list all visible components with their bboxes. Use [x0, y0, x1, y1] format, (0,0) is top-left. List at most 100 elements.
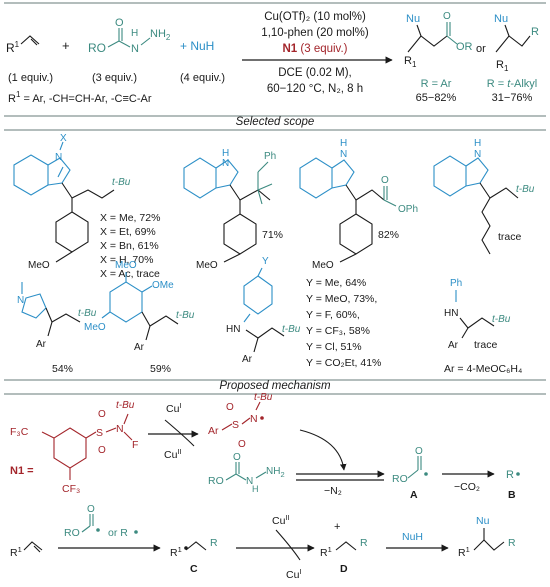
- svg-text:trace: trace: [474, 339, 498, 351]
- svg-text:60−120 °C, N₂, 8 h: 60−120 °C, N₂, 8 h: [267, 83, 363, 95]
- svg-text:Ar: Ar: [36, 339, 47, 350]
- svg-text:X = Bn, 61%: X = Bn, 61%: [100, 240, 159, 252]
- svg-text:CuII: CuII: [272, 513, 290, 527]
- svg-text:59%: 59%: [150, 363, 171, 375]
- svg-text:Nu: Nu: [476, 515, 490, 527]
- svg-text:H: H: [340, 138, 347, 149]
- svg-text:−N₂: −N₂: [324, 485, 342, 497]
- svg-text:Y = CF₃, 58%: Y = CF₃, 58%: [306, 325, 370, 337]
- svg-text:Ph: Ph: [450, 278, 462, 289]
- svg-text:MeO: MeO: [312, 260, 334, 271]
- svg-text:DCE (0.02 M),: DCE (0.02 M),: [278, 67, 352, 79]
- reaction-conditions: Cu(OTf)₂ (10 mol%) 1,10-phen (20 mol%) N…: [242, 11, 393, 95]
- svg-text:S: S: [96, 427, 103, 439]
- svg-text:RO: RO: [392, 473, 408, 485]
- svg-text:1,10-phen (20 mol%): 1,10-phen (20 mol%): [261, 27, 369, 39]
- svg-text:OR: OR: [456, 41, 473, 53]
- svg-text:X = Et, 69%: X = Et, 69%: [100, 226, 156, 238]
- svg-text:MeO: MeO: [196, 260, 218, 271]
- svg-text:CuI: CuI: [286, 567, 302, 581]
- svg-text:Ar: Ar: [134, 342, 145, 353]
- svg-text:OMe: OMe: [152, 280, 174, 291]
- svg-text:t-Bu: t-Bu: [78, 308, 97, 319]
- svg-text:NuH: NuH: [402, 531, 423, 543]
- svg-text:Cu(OTf)₂ (10 mol%): Cu(OTf)₂ (10 mol%): [264, 11, 366, 23]
- product-ester: Nu O OR R1 R = Ar 65−82%: [404, 11, 473, 104]
- svg-text:O: O: [443, 11, 451, 22]
- scope-compound-3: H N O OPh MeO 82%: [299, 138, 418, 271]
- svg-text:O: O: [415, 446, 423, 457]
- svg-text:Y = F, 60%,: Y = F, 60%,: [306, 309, 360, 321]
- svg-text:N: N: [222, 158, 229, 169]
- scope-compound-5: N t-Bu Ar 54%: [17, 282, 97, 375]
- svg-text:R = t-Alkyl: R = t-Alkyl: [487, 78, 537, 90]
- svg-text:Nu: Nu: [406, 13, 420, 25]
- alkene-substrate: R1 (1 equiv.): [6, 35, 53, 84]
- svg-text:HN: HN: [226, 324, 240, 335]
- scope-compound-7-yields: Y = Me, 64% Y = MeO, 73%, Y = F, 60%, Y …: [306, 277, 381, 369]
- svg-text:Y: Y: [262, 256, 269, 267]
- svg-text:MeO: MeO: [115, 260, 137, 271]
- svg-text:F₃C: F₃C: [10, 426, 29, 438]
- svg-text:X = H, 70%: X = H, 70%: [100, 254, 153, 266]
- svg-text:R1: R1: [320, 545, 332, 559]
- mechanism-title: Proposed mechanism: [219, 380, 331, 392]
- svg-text:Ar: Ar: [208, 425, 219, 437]
- plus-sign: +: [62, 38, 70, 53]
- svg-text:N: N: [17, 295, 24, 306]
- equiv-alkene: (1 equiv.): [8, 72, 53, 84]
- svg-text:t-Bu: t-Bu: [516, 184, 535, 195]
- svg-text:O: O: [238, 439, 246, 450]
- hydrazine-to-acyl-radical: RO O N H NH2 −N₂ RO O A −CO₂ R B: [208, 429, 520, 501]
- svg-text:65−82%: 65−82%: [416, 92, 457, 104]
- or-label: or: [476, 43, 486, 55]
- svg-text:N: N: [246, 476, 253, 487]
- svg-text:O: O: [226, 402, 234, 413]
- equiv-nuh: (4 equiv.): [180, 72, 225, 84]
- svg-text:R1: R1: [6, 40, 20, 55]
- svg-text:H: H: [474, 138, 481, 149]
- svg-text:X: X: [60, 133, 67, 144]
- svg-text:N: N: [250, 413, 258, 425]
- scope-compound-8: Ph HN t-Bu Ar trace Ar = 4-MeOC₆H₄: [444, 278, 522, 375]
- svg-text:O: O: [87, 504, 95, 515]
- svg-text:t-Bu: t-Bu: [492, 314, 511, 325]
- svg-text:t-Bu: t-Bu: [254, 392, 273, 403]
- hydrazine-reagent: RO O N H NH2 (3 equiv.): [88, 17, 171, 84]
- scope-compound-4: H N t-Bu trace: [433, 138, 535, 255]
- svg-text:MeO: MeO: [28, 260, 50, 271]
- svg-text:31−76%: 31−76%: [492, 92, 533, 104]
- r1-definition: R1 = Ar, -CH=CH-Ar, -C≡C-Ar: [8, 90, 152, 105]
- svg-text:RO: RO: [208, 475, 224, 487]
- svg-text:S: S: [232, 419, 239, 431]
- scope-compound-1: N X t-Bu MeO X = Me, 72% X = Et, 69% X =…: [13, 133, 160, 280]
- cu-redox-1: CuI CuII: [148, 401, 199, 461]
- svg-text:Y = MeO, 73%,: Y = MeO, 73%,: [306, 293, 377, 305]
- svg-text:t-Bu: t-Bu: [116, 400, 135, 411]
- scope-compound-2: H N Ph MeO 71%: [183, 148, 283, 271]
- svg-text:R1: R1: [404, 55, 417, 69]
- svg-text:NH2: NH2: [150, 28, 171, 42]
- scope-compound-7: Y HN t-Bu Ar Y = Me, 64% Y = MeO, 73%, Y…: [226, 256, 381, 369]
- svg-text:B: B: [508, 489, 516, 501]
- svg-text:trace: trace: [498, 231, 522, 243]
- svg-text:R1: R1: [170, 545, 182, 559]
- svg-text:R: R: [210, 537, 218, 549]
- svg-text:C: C: [190, 563, 198, 575]
- svg-text:RO: RO: [88, 41, 106, 55]
- product-alkyl: Nu R R1 R = t-Alkyl 31−76%: [487, 13, 539, 104]
- scope-title: Selected scope: [236, 116, 315, 128]
- n-radical-intermediate: Ar S O O N t-Bu: [208, 392, 273, 450]
- svg-text:R = Ar: R = Ar: [421, 78, 452, 90]
- svg-text:F: F: [132, 439, 138, 451]
- svg-text:N: N: [116, 423, 124, 435]
- svg-text:O: O: [233, 452, 241, 463]
- svg-text:HN: HN: [444, 308, 458, 319]
- svg-text:N: N: [131, 43, 139, 55]
- svg-text:82%: 82%: [378, 229, 399, 241]
- svg-text:X = Ac, trace: X = Ac, trace: [100, 268, 160, 280]
- svg-text:+: +: [334, 521, 340, 533]
- svg-text:NH2: NH2: [266, 466, 285, 479]
- svg-text:Ph: Ph: [264, 151, 276, 162]
